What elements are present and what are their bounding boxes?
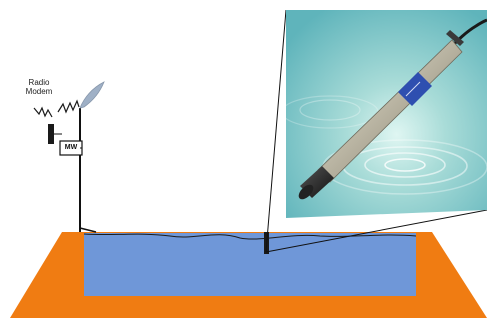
radio-label-line1: Radio [17, 78, 61, 87]
radio-modem-label: Radio Modem [17, 78, 61, 96]
mw-label: MW [60, 143, 82, 152]
water-body [84, 233, 416, 296]
antenna-icon [80, 82, 104, 108]
callout-line-top [266, 10, 286, 252]
radio-label-line2: Modem [17, 87, 61, 96]
radio-wave-icon [58, 101, 79, 112]
radio-modem-box [48, 124, 54, 144]
